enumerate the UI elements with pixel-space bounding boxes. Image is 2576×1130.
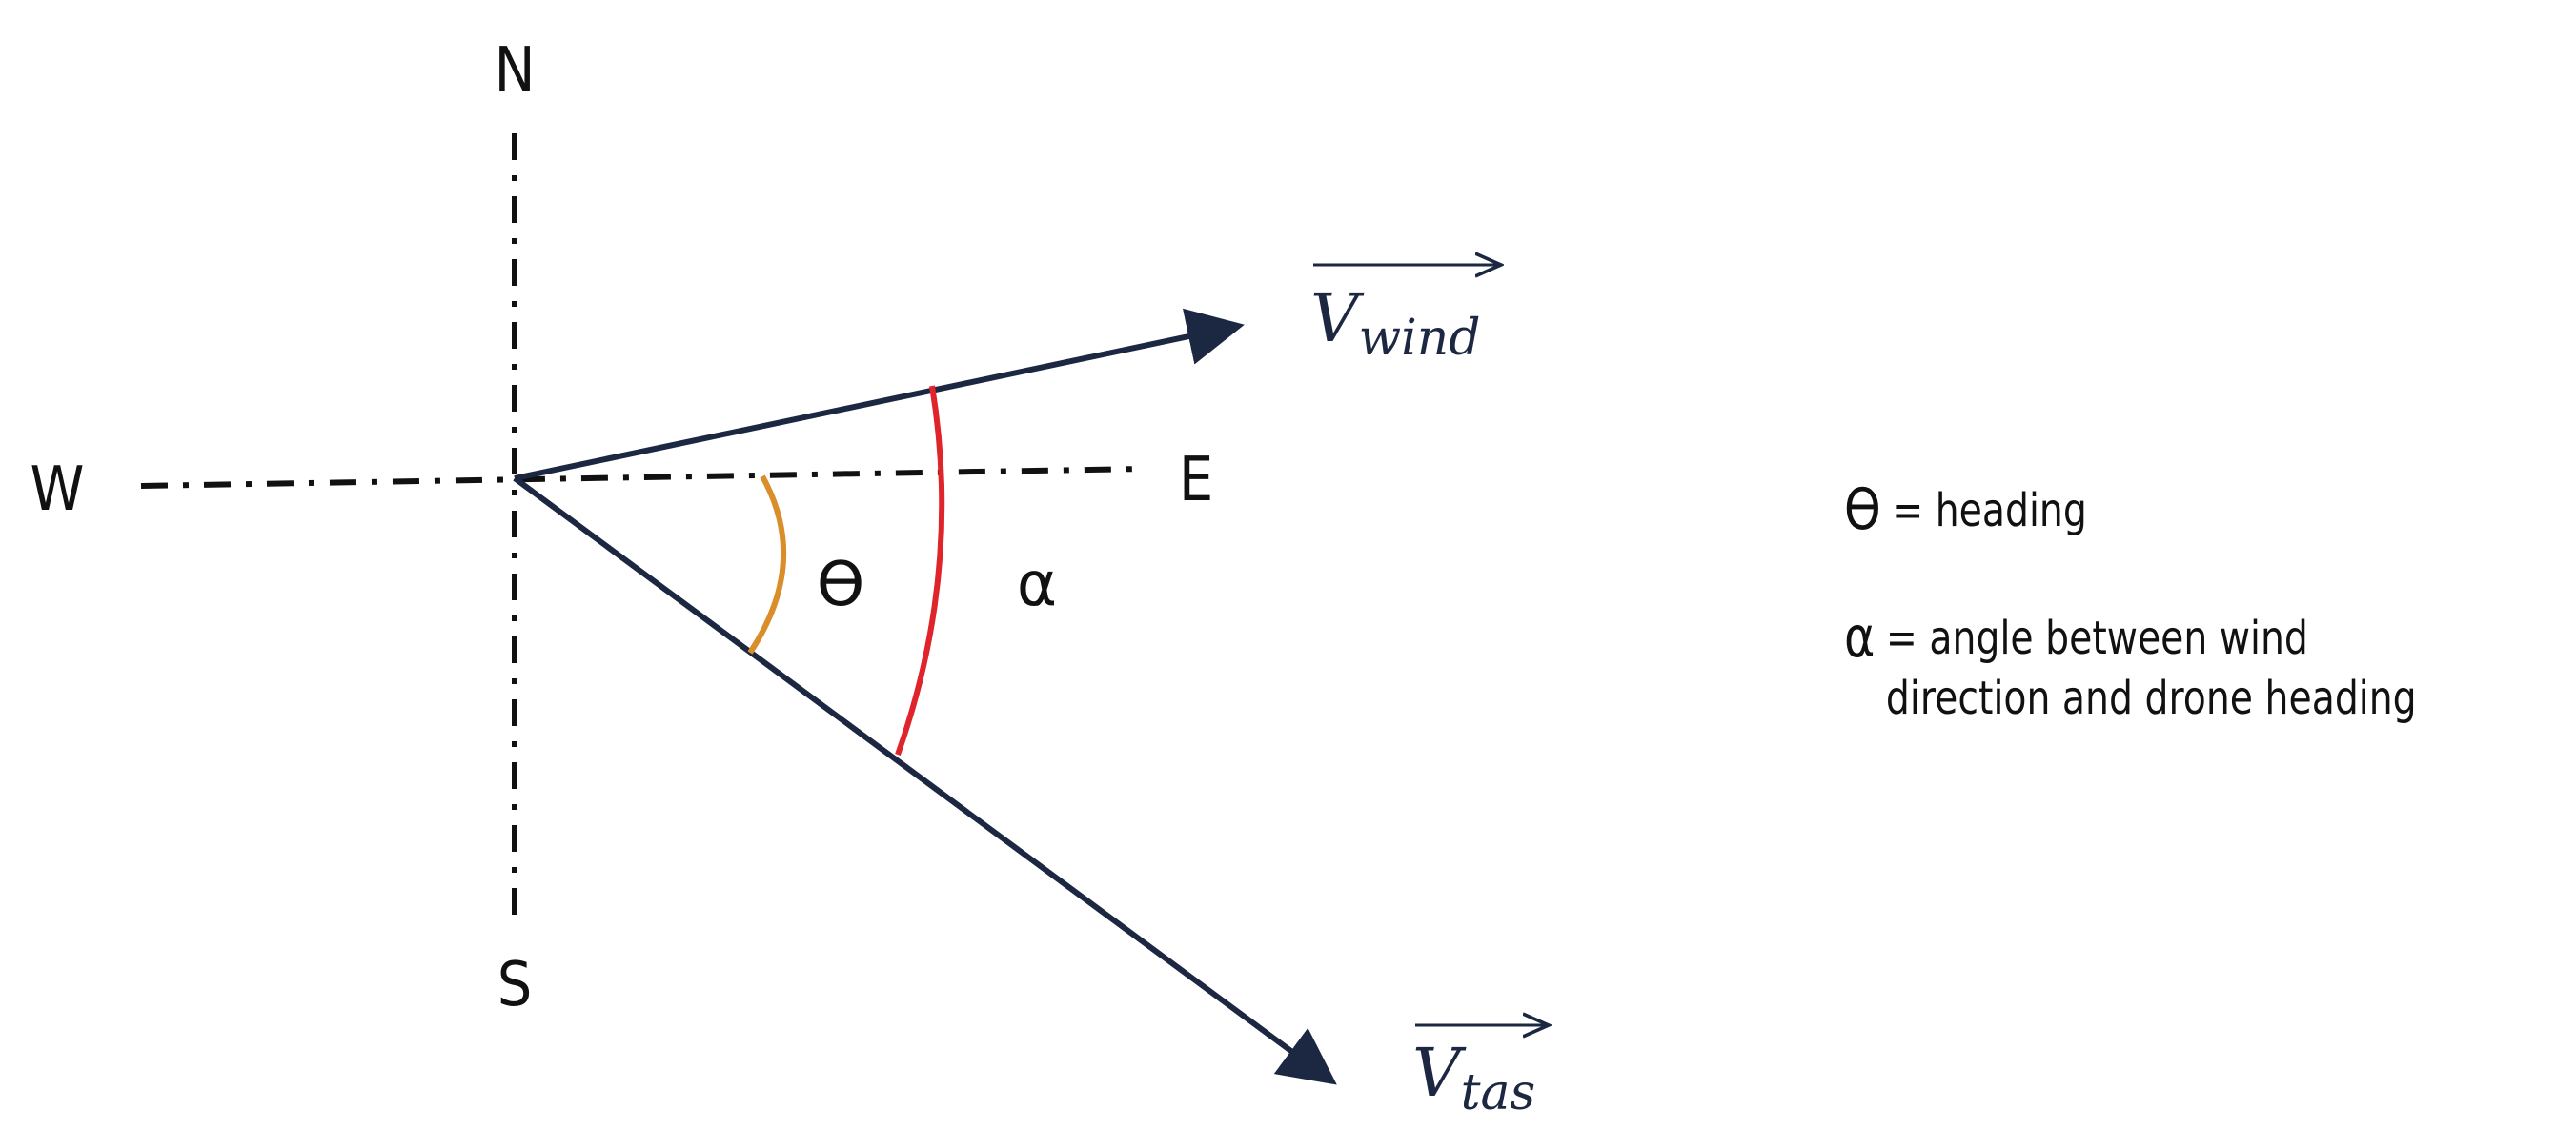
wind-vector-label: Vwind [1310,265,1501,367]
north-label: N [494,35,535,106]
legend-alpha-row: α = angle between wind direction and dro… [1844,609,2423,728]
svg-text:Vwind: Vwind [1310,279,1480,367]
legend-alpha-symbol: α [1844,604,1876,672]
west-east-axis [140,466,1145,489]
legend-theta-symbol: ϴ [1844,476,1881,543]
legend: ϴ = heading α = angle between wind direc… [1844,481,2549,728]
east-label: E [1179,445,1213,515]
svg-text:Vtas: Vtas [1412,1034,1535,1121]
legend-theta-text: = heading [1892,484,2087,537]
legend-alpha-text: = angle between wind direction and drone… [1885,612,2417,725]
alpha-symbol: α [1017,550,1057,620]
alpha-arc [895,385,945,757]
wind-vector-arrow [514,308,1245,481]
tas-vector-label: Vtas [1412,1025,1549,1121]
legend-theta-row: ϴ = heading [1844,481,2423,540]
theta-arc [747,474,787,655]
south-label: S [497,950,533,1020]
west-label: W [30,454,85,525]
tas-vector-arrow [513,475,1337,1085]
theta-symbol: ϴ [817,550,864,620]
